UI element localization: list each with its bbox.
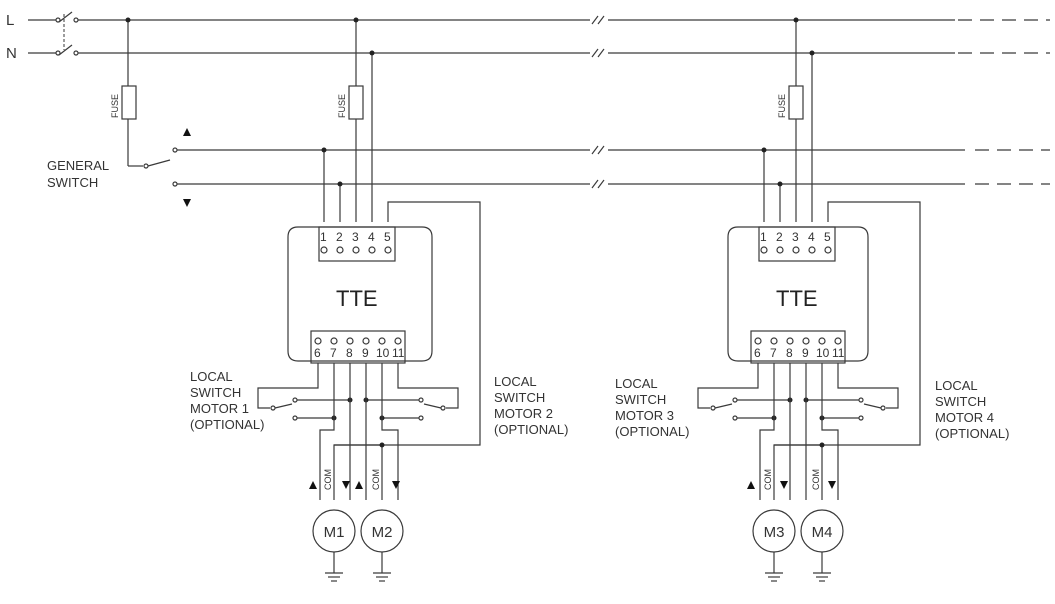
ground-icon [765,552,783,582]
svg-text:COM: COM [811,469,821,490]
terminal-block-top [318,226,396,262]
fuse-2 [348,85,364,120]
up-arrow-icon [309,481,317,489]
svg-text:MOTOR 3: MOTOR 3 [615,408,674,423]
svg-text:M4: M4 [812,524,833,541]
svg-text:1: 1 [320,230,327,244]
down-arrow-icon [342,481,350,489]
general-switch: FUSE GENERAL SWITCH [47,17,1050,207]
svg-text:M2: M2 [372,524,393,541]
up-arrow-icon [355,481,363,489]
tte-label: TTE [776,286,818,311]
ground-icon [813,552,831,582]
local-switch-label-2: LOCAL SWITCH MOTOR 2 (OPTIONAL) [494,374,568,437]
main-lines: L N [6,11,1050,62]
svg-text:2: 2 [776,230,783,244]
fuse-label: FUSE [110,94,120,118]
svg-text:M3: M3 [764,524,785,541]
svg-text:9: 9 [802,346,809,360]
svg-text:9: 9 [362,346,369,360]
svg-text:SWITCH: SWITCH [494,390,545,405]
svg-text:M1: M1 [324,524,345,541]
down-arrow-icon [780,481,788,489]
svg-text:4: 4 [368,230,375,244]
svg-text:7: 7 [770,346,777,360]
svg-text:(OPTIONAL): (OPTIONAL) [935,426,1009,441]
svg-text:5: 5 [824,230,831,244]
svg-text:6: 6 [754,346,761,360]
svg-text:3: 3 [792,230,799,244]
local-switch-label-1: LOCAL SWITCH MOTOR 1 (OPTIONAL) [190,369,264,432]
main-switch-blade-n [58,44,73,56]
svg-text:SWITCH: SWITCH [935,394,986,409]
svg-text:(OPTIONAL): (OPTIONAL) [494,422,568,437]
tte-box [727,226,869,362]
down-arrow-icon [828,481,836,489]
svg-text:2: 2 [336,230,343,244]
neutral-label: N [6,45,17,62]
svg-text:(OPTIONAL): (OPTIONAL) [190,417,264,432]
ground-icon [373,552,391,582]
terminal-block-bottom [310,330,406,364]
svg-text:(OPTIONAL): (OPTIONAL) [615,424,689,439]
terminal-block-top [758,226,836,262]
tte-box [287,226,433,362]
tte-unit-right: FUSE 1 2 3 4 5 TTE 6 7 8 9 10 11 [615,17,1009,582]
svg-text:LOCAL: LOCAL [615,376,658,391]
svg-text:8: 8 [346,346,353,360]
up-arrow-icon [183,128,191,136]
svg-text:LOCAL: LOCAL [494,374,537,389]
tte-unit-left: FUSE 1 2 3 4 5 TTE 6 7 8 9 10 11 [190,17,568,582]
svg-text:SWITCH: SWITCH [190,385,241,400]
svg-text:MOTOR 2: MOTOR 2 [494,406,553,421]
svg-text:4: 4 [808,230,815,244]
svg-text:1: 1 [760,230,767,244]
svg-text:6: 6 [314,346,321,360]
svg-text:8: 8 [786,346,793,360]
svg-text:MOTOR 1: MOTOR 1 [190,401,249,416]
local-switch-label-3: LOCAL SWITCH MOTOR 3 (OPTIONAL) [615,376,689,439]
down-arrow-icon [392,481,400,489]
svg-text:SWITCH: SWITCH [615,392,666,407]
line-label: L [6,12,14,29]
svg-text:11: 11 [392,346,405,360]
fuse-label: FUSE [337,94,347,118]
svg-text:7: 7 [330,346,337,360]
tte-label: TTE [336,286,378,311]
svg-text:COM: COM [323,469,333,490]
svg-text:COM: COM [371,469,381,490]
general-switch-label-2: SWITCH [47,175,98,190]
fuse-1 [121,85,137,120]
general-switch-label-1: GENERAL [47,158,109,173]
ground-icon [325,552,343,582]
svg-text:COM: COM [763,469,773,490]
fuse-3 [788,85,804,120]
main-switch-blade-l [58,11,73,23]
svg-text:10: 10 [816,346,830,360]
svg-text:LOCAL: LOCAL [190,369,233,384]
svg-text:5: 5 [384,230,391,244]
local-switch-label-4: LOCAL SWITCH MOTOR 4 (OPTIONAL) [935,378,1009,441]
down-arrow-icon [183,199,191,207]
svg-text:10: 10 [376,346,390,360]
terminal-block-bottom [750,330,846,364]
svg-text:11: 11 [832,346,845,360]
up-arrow-icon [747,481,755,489]
fuse-label: FUSE [777,94,787,118]
svg-text:MOTOR 4: MOTOR 4 [935,410,994,425]
svg-text:3: 3 [352,230,359,244]
svg-text:LOCAL: LOCAL [935,378,978,393]
